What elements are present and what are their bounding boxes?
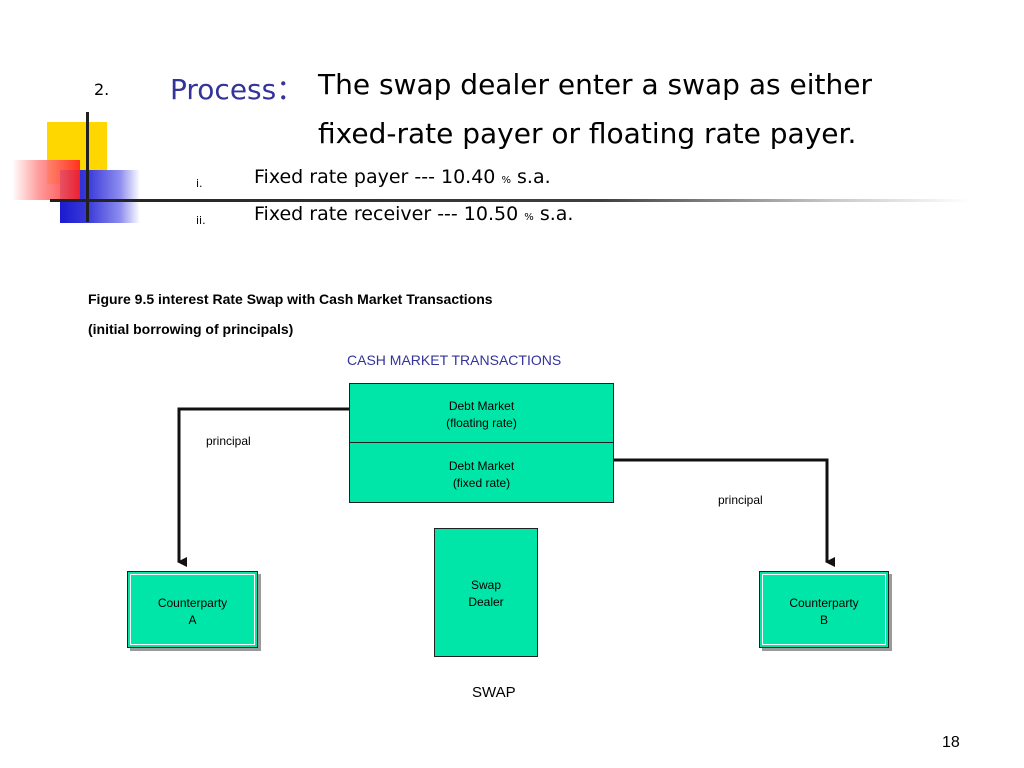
swap-dealer-line2: Dealer [468, 595, 504, 609]
debt-fixed-line1: Debt Market [448, 459, 515, 473]
process-label: Process： [170, 73, 305, 106]
item-number: 2. [94, 80, 110, 99]
cash-market-title: CASH MARKET TRANSACTIONS [347, 352, 562, 368]
counterparty-a-line2: A [188, 613, 197, 627]
figure-subcaption: (initial borrowing of principals) [88, 321, 294, 337]
heading-line-2: fixed-rate payer or floating rate payer. [318, 117, 857, 150]
counterparty-b-inner: Counterparty B [762, 574, 886, 645]
principal-arrow-right [613, 458, 835, 567]
percent-sign: % [524, 212, 534, 223]
counterparty-a-box: Counterparty A [127, 571, 258, 648]
subitem-1-suffix: s.a. [517, 166, 551, 188]
principal-arrow-left [177, 407, 349, 567]
percent-sign: % [501, 175, 511, 186]
counterparty-a-inner: Counterparty A [130, 574, 255, 645]
vertical-rule [86, 112, 89, 222]
principal-label-left: principal [206, 434, 251, 448]
counterparty-a-line1: Counterparty [157, 596, 228, 610]
subitem-2: Fixed rate receiver --- 10.50 % s.a. [254, 203, 573, 225]
swap-label: SWAP [472, 684, 516, 701]
figure-caption: Figure 9.5 interest Rate Swap with Cash … [88, 291, 493, 307]
debt-market-fixed-box: Debt Market (fixed rate) [349, 442, 614, 503]
counterparty-b-line2: B [819, 613, 828, 627]
red-square-decoration [12, 160, 80, 200]
debt-fixed-line2: (fixed rate) [452, 476, 511, 490]
counterparty-b-box: Counterparty B [759, 571, 889, 648]
debt-floating-line1: Debt Market [448, 399, 515, 413]
debt-floating-line2: (floating rate) [446, 416, 517, 430]
subitem-number-2: ii. [196, 214, 206, 227]
debt-market-floating-box: Debt Market (floating rate) [349, 383, 614, 443]
page-number: 18 [942, 734, 960, 751]
subitem-number-1: i. [196, 177, 203, 190]
subitem-2-text: Fixed rate receiver --- 10.50 [254, 203, 519, 225]
swap-dealer-box: Swap Dealer [434, 528, 538, 657]
subitem-2-suffix: s.a. [539, 203, 574, 225]
horizontal-rule [50, 199, 970, 202]
subitem-1-text: Fixed rate payer --- 10.40 [254, 166, 496, 188]
swap-dealer-line1: Swap [470, 578, 502, 592]
subitem-1: Fixed rate payer --- 10.40 % s.a. [254, 166, 551, 188]
heading-line-1: The swap dealer enter a swap as either [318, 68, 872, 101]
counterparty-b-line1: Counterparty [789, 596, 859, 610]
principal-label-right: principal [718, 493, 763, 507]
